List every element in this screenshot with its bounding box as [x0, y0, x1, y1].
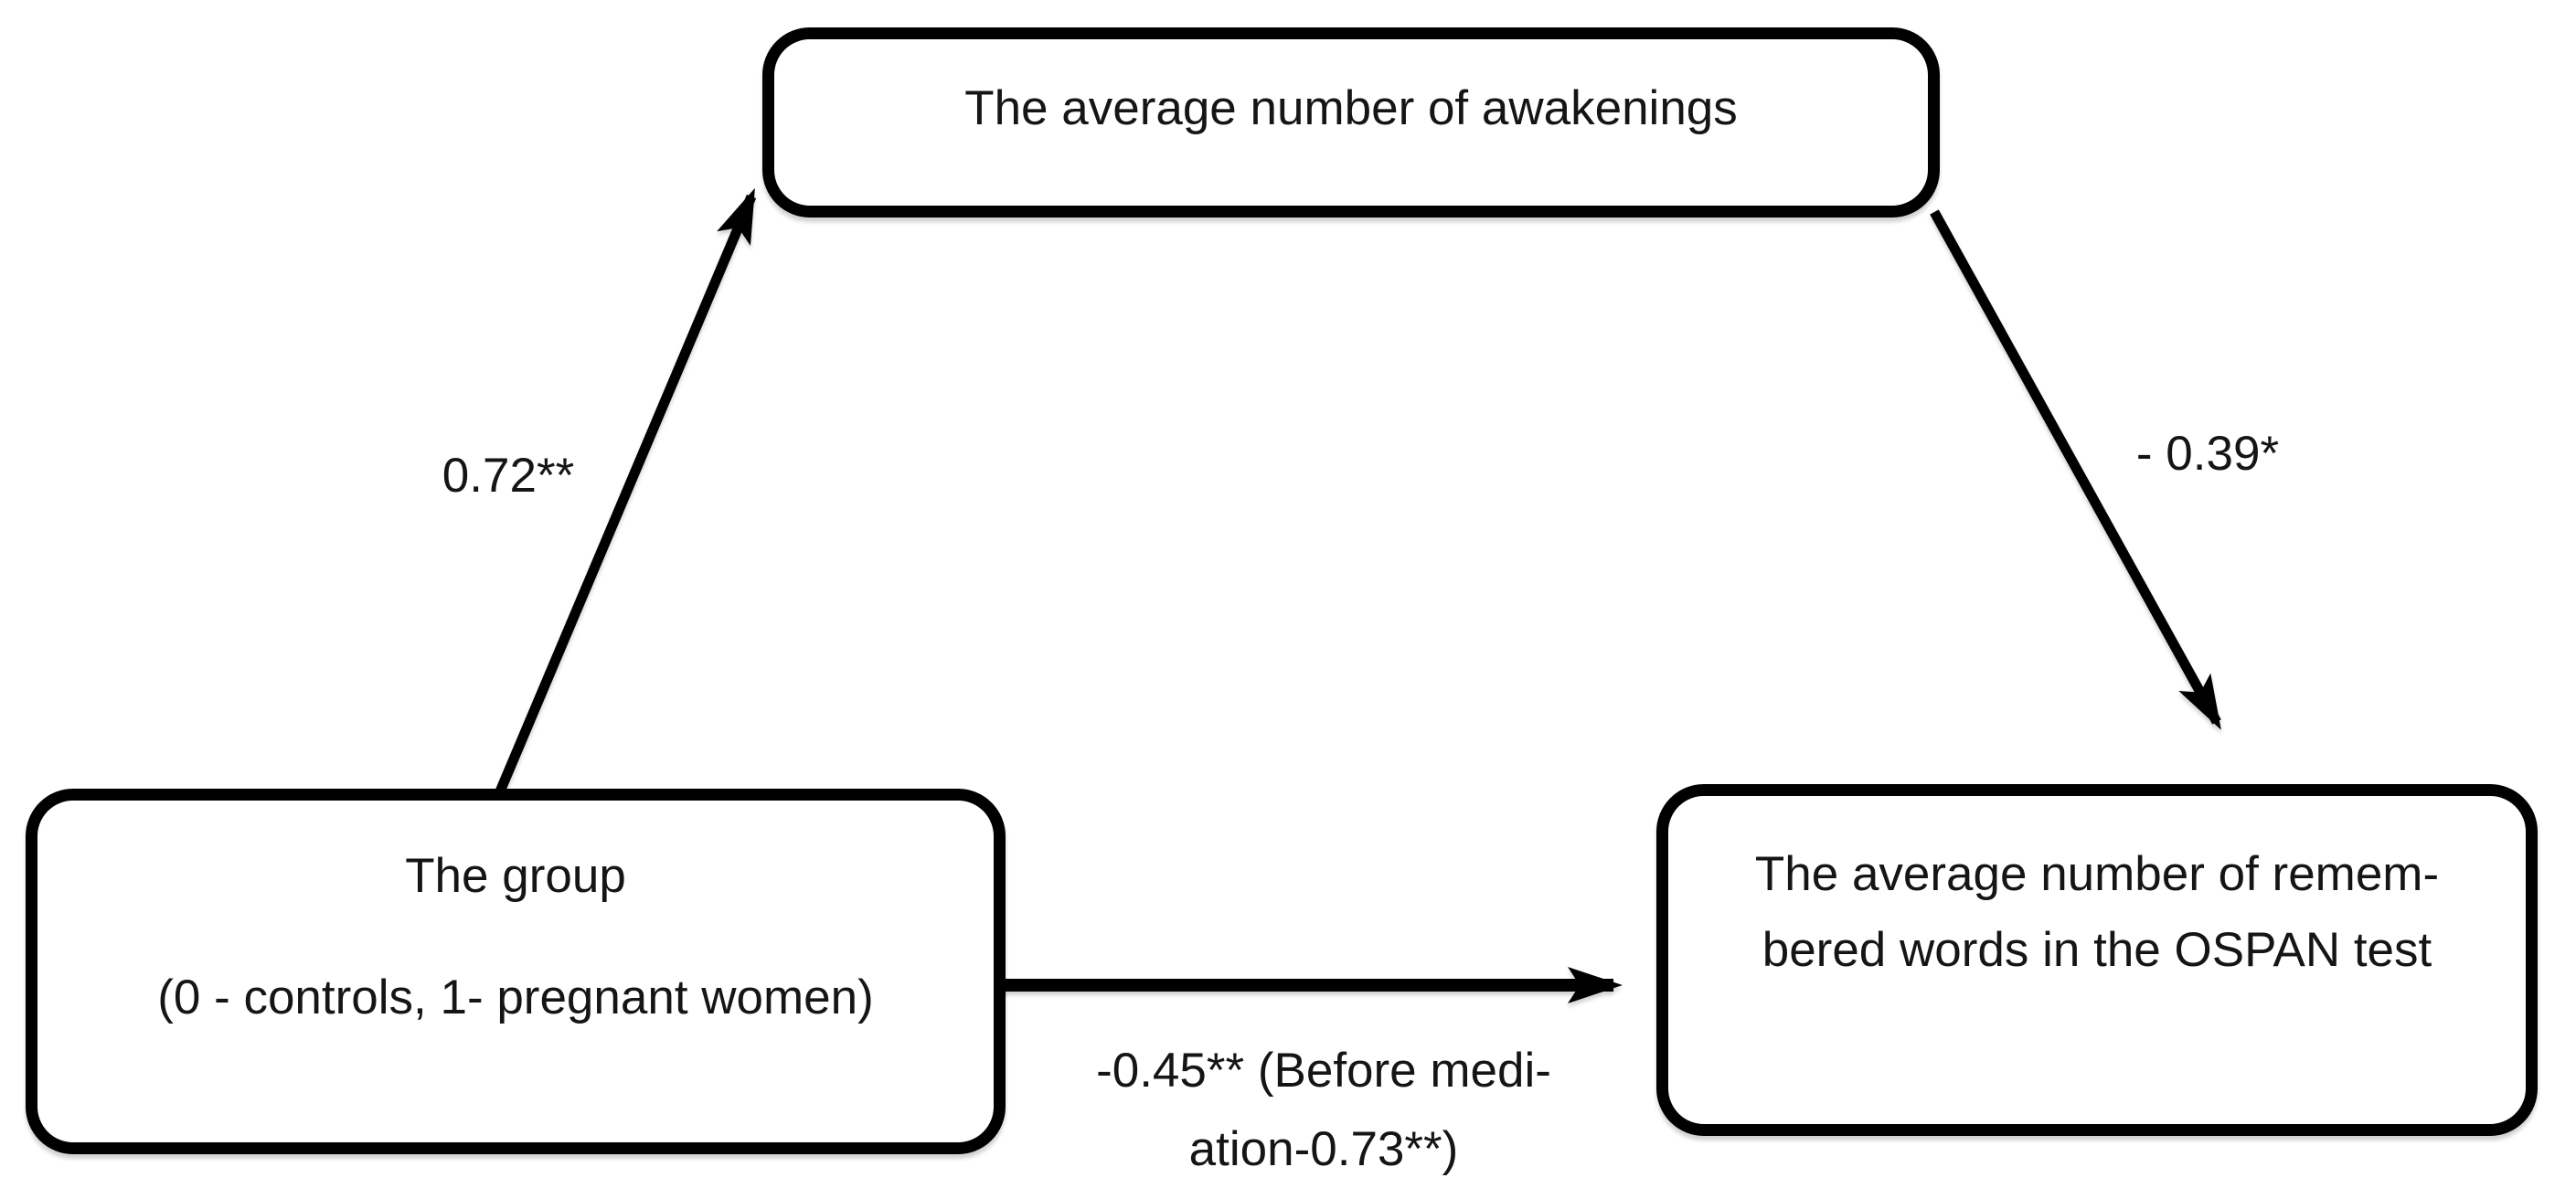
outcome-box-line1: The average number of remem-	[1754, 847, 2440, 901]
path-a-coefficient-label: 0.72**	[442, 449, 575, 503]
path-c-coefficient-line1: -0.45** (Before medi-	[1096, 1044, 1551, 1098]
predictor-box-line1: The group	[405, 849, 626, 903]
outcome-box-line2: bered words in the OSPAN test	[1762, 923, 2432, 977]
outcome-box: The average number of remem- bered words…	[1656, 784, 2538, 1136]
arrow-group-to-awakenings	[495, 187, 757, 794]
path-c-coefficient-line2: ation-0.73**)	[1188, 1122, 1459, 1176]
path-c-coefficient-label: -0.45** (Before medi- ation-0.73**)	[1096, 1032, 1551, 1189]
mediator-box-label: The average number of awakenings	[964, 81, 1738, 135]
arrow-awakenings-to-ospan	[1930, 209, 2221, 730]
mediator-box: The average number of awakenings	[762, 27, 1940, 218]
predictor-box-line2: (0 - controls, 1- pregnant women)	[157, 971, 874, 1024]
path-b-coefficient-label: - 0.39*	[2135, 427, 2280, 481]
predictor-box: The group (0 - controls, 1- pregnant wom…	[26, 789, 1006, 1154]
